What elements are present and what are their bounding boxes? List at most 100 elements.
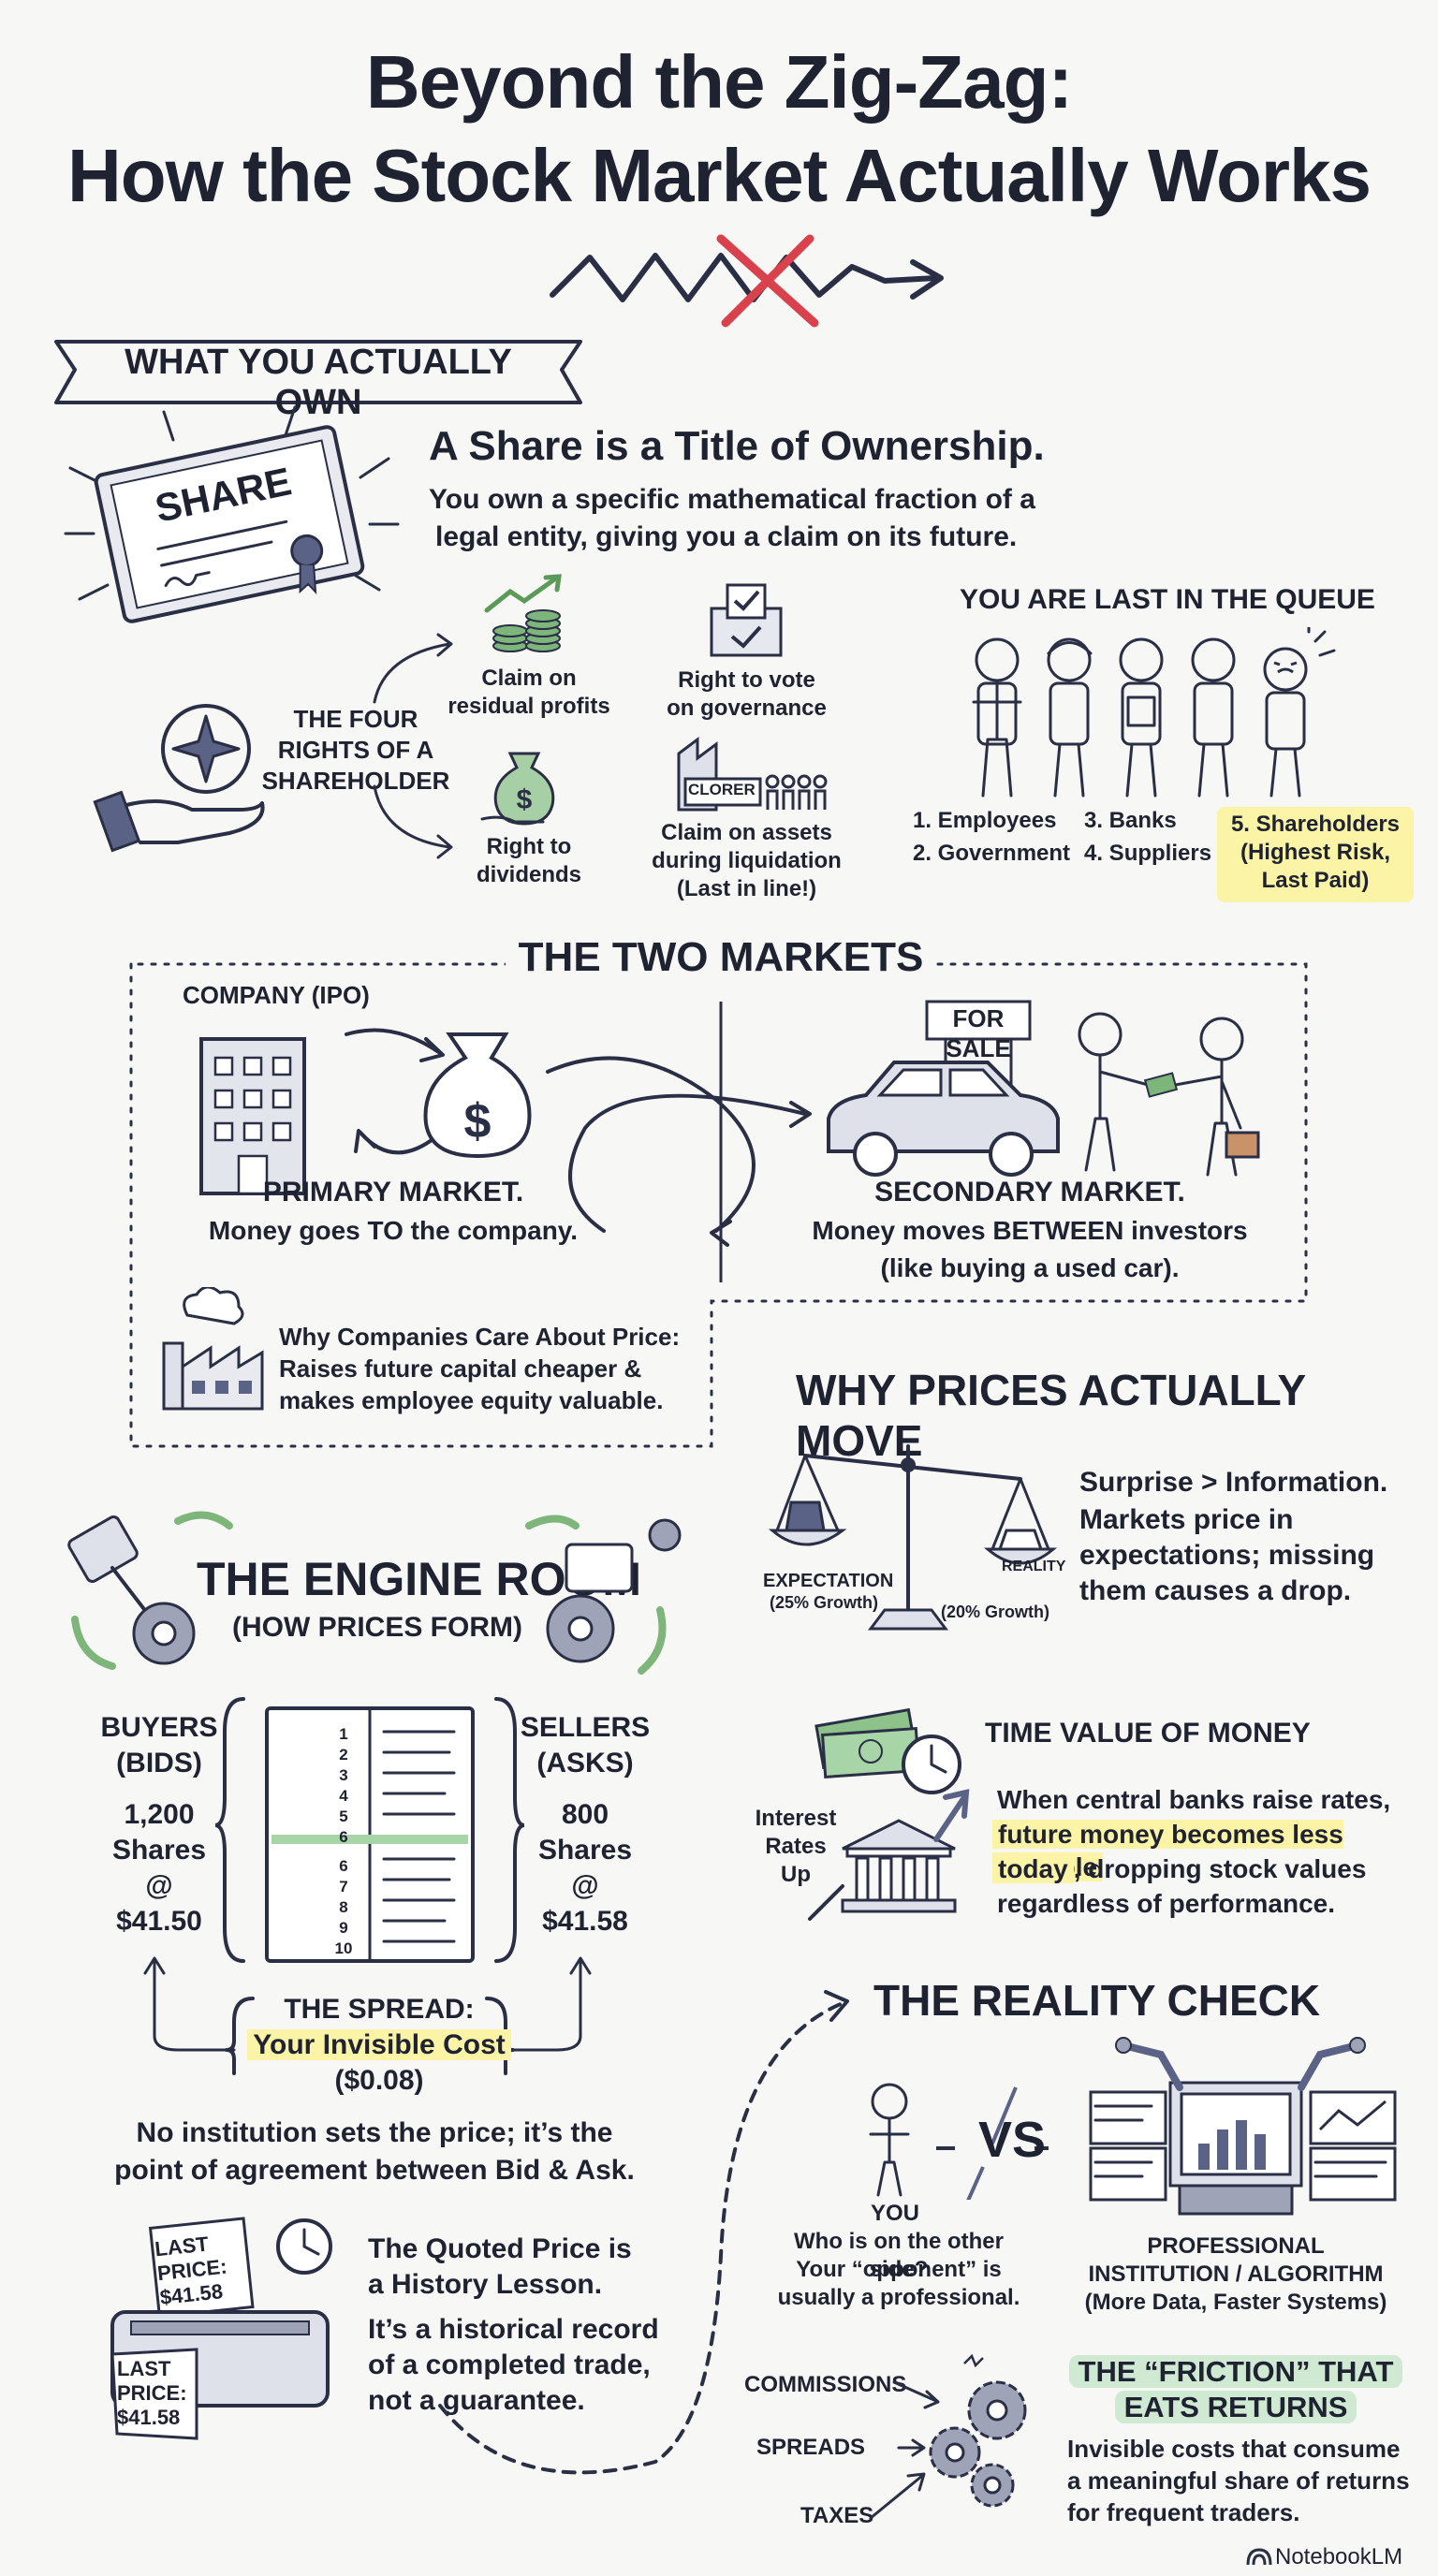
four-rights-3: SHAREHOLDER [261, 767, 450, 795]
tvm-highlight-2: today [992, 1854, 1074, 1883]
own-headline: A Share is a Title of Ownership. [429, 423, 1045, 469]
primary-title: PRIMARY MARKET. [262, 1177, 524, 1208]
reality-title: THE REALITY CHECK [873, 1976, 1321, 2025]
order-book-row-number: 6 [339, 1857, 348, 1875]
right-1-line1: Claim on [481, 666, 577, 691]
order-book-row-number: 8 [339, 1898, 348, 1916]
pro-3: (More Data, Faster Systems) [1084, 2290, 1387, 2315]
buyers-price: $41.50 [116, 1906, 202, 1937]
svg-text:$: $ [517, 784, 533, 815]
cost-taxes: TAXES [800, 2503, 874, 2528]
for-sale-sign: FOR SALE [946, 1004, 1011, 1062]
sellers-at: @ [571, 1870, 599, 1901]
right-4-line2: during liquidation [652, 848, 842, 873]
own-desc-1: You own a specific mathematical fraction… [429, 484, 1035, 515]
primary-market-illustration: $ [199, 1028, 812, 1247]
share-certificate-icon [64, 405, 400, 623]
svg-text:$: $ [464, 1094, 492, 1149]
section-banner [54, 340, 582, 404]
buyers-unit: Shares [111, 1835, 207, 1866]
right-1-line2: residual profits [448, 694, 610, 719]
queue-last-2: (Highest Risk, [1240, 840, 1391, 865]
zigzag-crossed-icon [550, 234, 944, 328]
own-banner-text: WHAT YOU ACTUALLY OWN [125, 343, 512, 422]
money-clock-icon [814, 1707, 961, 1794]
order-book-row-number: 10 [334, 1939, 353, 1957]
order-book-row-number: 2 [339, 1746, 348, 1764]
used-car-illustration [827, 1000, 1260, 1177]
dividend-moneybag-icon: $ [480, 752, 555, 826]
receipt-top-text: LAST PRICE: $41.58 [154, 2232, 228, 2310]
expectation-growth: (25% Growth) [770, 1593, 879, 1612]
reality-growth: (20% Growth) [941, 1603, 1050, 1621]
you-desc-3: usually a professional. [777, 2285, 1020, 2310]
secondary-title: SECONDARY MARKET. [874, 1177, 1185, 1208]
tvm-title: TIME VALUE OF MONEY [985, 1718, 1311, 1749]
order-book-row-number: 1 [339, 1725, 348, 1743]
quoted-1: The Quoted Price is [368, 2233, 632, 2264]
order-book-row-number: 7 [339, 1878, 348, 1895]
coins-growth-icon [484, 574, 562, 652]
title-line-2: How the Stock Market Actually Works [66, 134, 1372, 217]
engine-belt-gear-icon [525, 1515, 682, 1675]
friction-2-wrap: EATS RETURNS [1058, 2390, 1414, 2425]
engine-piston-gear-icon [67, 1511, 233, 1670]
primary-desc: Money goes TO the company. [208, 1216, 579, 1245]
interest-1: Interest [755, 1806, 837, 1831]
prices-title: WHY PRICES ACTUALLY MOVE [796, 1366, 1306, 1465]
queue-item-4: 4. Suppliers [1084, 841, 1212, 866]
right-4-line3: (Last in line!) [676, 876, 817, 901]
pro-2: INSTITUTION / ALGORITHM [1088, 2261, 1384, 2287]
reality-label: REALITY [1002, 1559, 1066, 1574]
dashed-connector-arrow [438, 1990, 849, 2475]
own-desc-2: legal entity, giving you a claim on its … [435, 521, 1018, 552]
buyers-at: @ [145, 1870, 173, 1901]
friction-1-wrap: THE “FRICTION” THAT [1058, 2354, 1414, 2390]
queue-item-2: 2. Government [913, 841, 1071, 866]
quoted-4: of a completed trade, [368, 2349, 651, 2380]
sellers-unit: Shares [537, 1835, 633, 1866]
quoted-3: It’s a historical record [368, 2314, 659, 2345]
institution-robots-icon [1089, 2037, 1397, 2216]
friction-desc-2: a meaningful share of returns [1067, 2466, 1410, 2495]
surprise-3: them causes a drop. [1079, 1575, 1352, 1606]
no-institution-1: No institution sets the price; it’s the [136, 2117, 613, 2148]
order-book-row-number: 3 [339, 1766, 348, 1784]
receipt-printer-icon [110, 2217, 332, 2440]
friction-desc-1: Invisible costs that consume [1067, 2435, 1401, 2463]
rights-arrows [373, 633, 453, 859]
you-desc-1: Who is on the other side? [794, 2229, 1004, 2282]
factory-liquidation-icon [677, 737, 828, 812]
quoted-2: a History Lesson. [368, 2269, 603, 2300]
order-book-row-number: 5 [339, 1808, 348, 1825]
factory-sign: CLORER [688, 781, 756, 798]
tvm-3: , dropping stock values [1073, 1854, 1367, 1883]
secondary-desc-1: Money moves BETWEEN investors [812, 1216, 1248, 1245]
queue-people-icon [972, 627, 1336, 798]
you-desc-2: Your “opponent” is [796, 2257, 1002, 2282]
right-4-line1: Claim on assets [661, 820, 832, 845]
spread-value: ($0.08) [334, 2065, 424, 2096]
quoted-5: not a guarantee. [368, 2385, 585, 2416]
queue-last-1: 5. Shareholders [1230, 812, 1401, 837]
title-line-1: Beyond the Zig-Zag: [365, 40, 1073, 124]
friction-title-2: EATS RETURNS [1114, 2391, 1357, 2423]
right-3-line2: on governance [667, 695, 827, 721]
vs-text: VS [978, 2112, 1047, 2168]
you-vs-icon [869, 2083, 1049, 2200]
you-label: YOU [871, 2201, 920, 2226]
order-book-row-number: 9 [339, 1919, 348, 1937]
secondary-desc-2: (like buying a used car). [880, 1253, 1180, 1282]
friction-desc-3: for frequent traders. [1067, 2498, 1300, 2526]
right-2-line2: dividends [476, 862, 582, 887]
sellers-qty: 800 [561, 1799, 609, 1830]
four-rights-2: RIGHTS OF A [277, 736, 434, 764]
factory-icon [162, 1287, 264, 1411]
spread-title: THE SPREAD: [284, 1994, 475, 2025]
sellers-line1: SELLERS [520, 1712, 651, 1743]
balance-scale-icon [768, 1444, 1058, 1631]
order-book-icon [215, 1697, 524, 1963]
ballot-box-icon [710, 583, 783, 657]
queue-last-3: Last Paid) [1261, 868, 1370, 893]
queue-item-3: 3. Banks [1084, 808, 1177, 833]
